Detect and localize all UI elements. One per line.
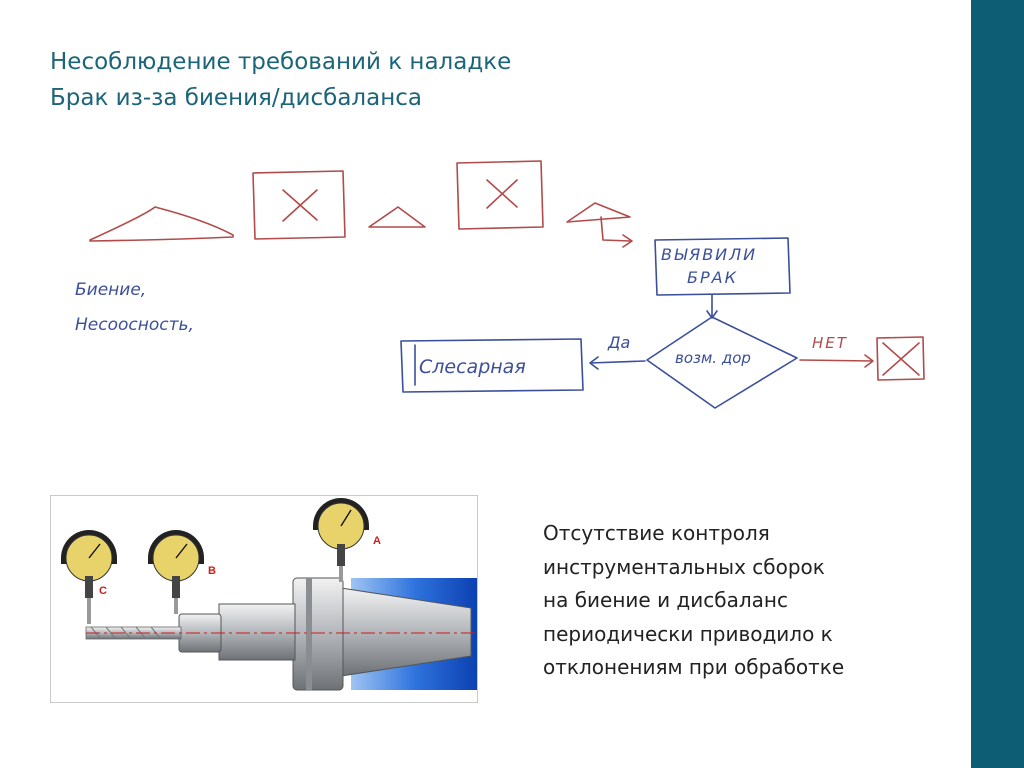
sketch-note-2: Несоосность, (75, 315, 194, 335)
gauge-label-c: C (99, 585, 107, 597)
description-line-3: на биение и дисбаланс (543, 588, 788, 612)
description-line-2: инструментальных сборок (543, 554, 825, 579)
sketch-triangle-2 (368, 206, 426, 228)
sketch-box-detected (654, 237, 791, 296)
flange (292, 577, 344, 691)
sketch-yes-label: Да (607, 333, 630, 352)
sketch-note-1: Биение, (75, 280, 146, 300)
holder-body (218, 603, 296, 661)
title-line-1: Несоблюдение требований к наладке (50, 49, 512, 75)
dial-gauge-c (61, 530, 117, 624)
slide-title: Несоблюдение требований к наладке Брак и… (50, 44, 511, 116)
dial-gauge-a (313, 498, 369, 582)
title-line-2: Брак из-за биения/дисбаланса (50, 85, 422, 111)
sketch-triangle-1 (89, 206, 234, 242)
sketch-workshop-label: Слесарная (419, 356, 526, 378)
sketch-box-2 (456, 160, 544, 230)
sketch-triangle-3 (566, 202, 631, 223)
description-line-5: отклонениям при обработке (543, 655, 845, 679)
sketch-decision-diamond (646, 316, 798, 409)
sketch-box-workshop (400, 338, 584, 393)
sketch-final-box (876, 336, 925, 381)
sketch-detected-line-1: ВЫЯВИЛИ (661, 245, 757, 264)
slide-description: Отсутствие контроля инструментальных сбо… (543, 517, 844, 685)
dial-gauge-b (148, 530, 204, 614)
tool-holder-runout-illustration: A B C (50, 495, 478, 703)
gauge-label-a: A (373, 535, 381, 547)
sketch-box-1 (252, 170, 346, 240)
sidebar-accent-bar (971, 0, 1024, 768)
description-line-1: Отсутствие контроля (543, 521, 770, 545)
tool-holder-drawing: A B C (61, 498, 477, 691)
sketch-no-label: НЕТ (812, 334, 848, 352)
hand-drawn-flow-sketch: Биение, Несоосность, ВЫЯВИЛИ БРАК возм. … (75, 160, 925, 409)
description-line-4: периодически приводило к (543, 621, 833, 646)
sketch-detected-line-2: БРАК (687, 268, 738, 287)
gauge-label-b: B (208, 565, 216, 577)
sketch-decision-label: возм. дор (675, 349, 751, 367)
